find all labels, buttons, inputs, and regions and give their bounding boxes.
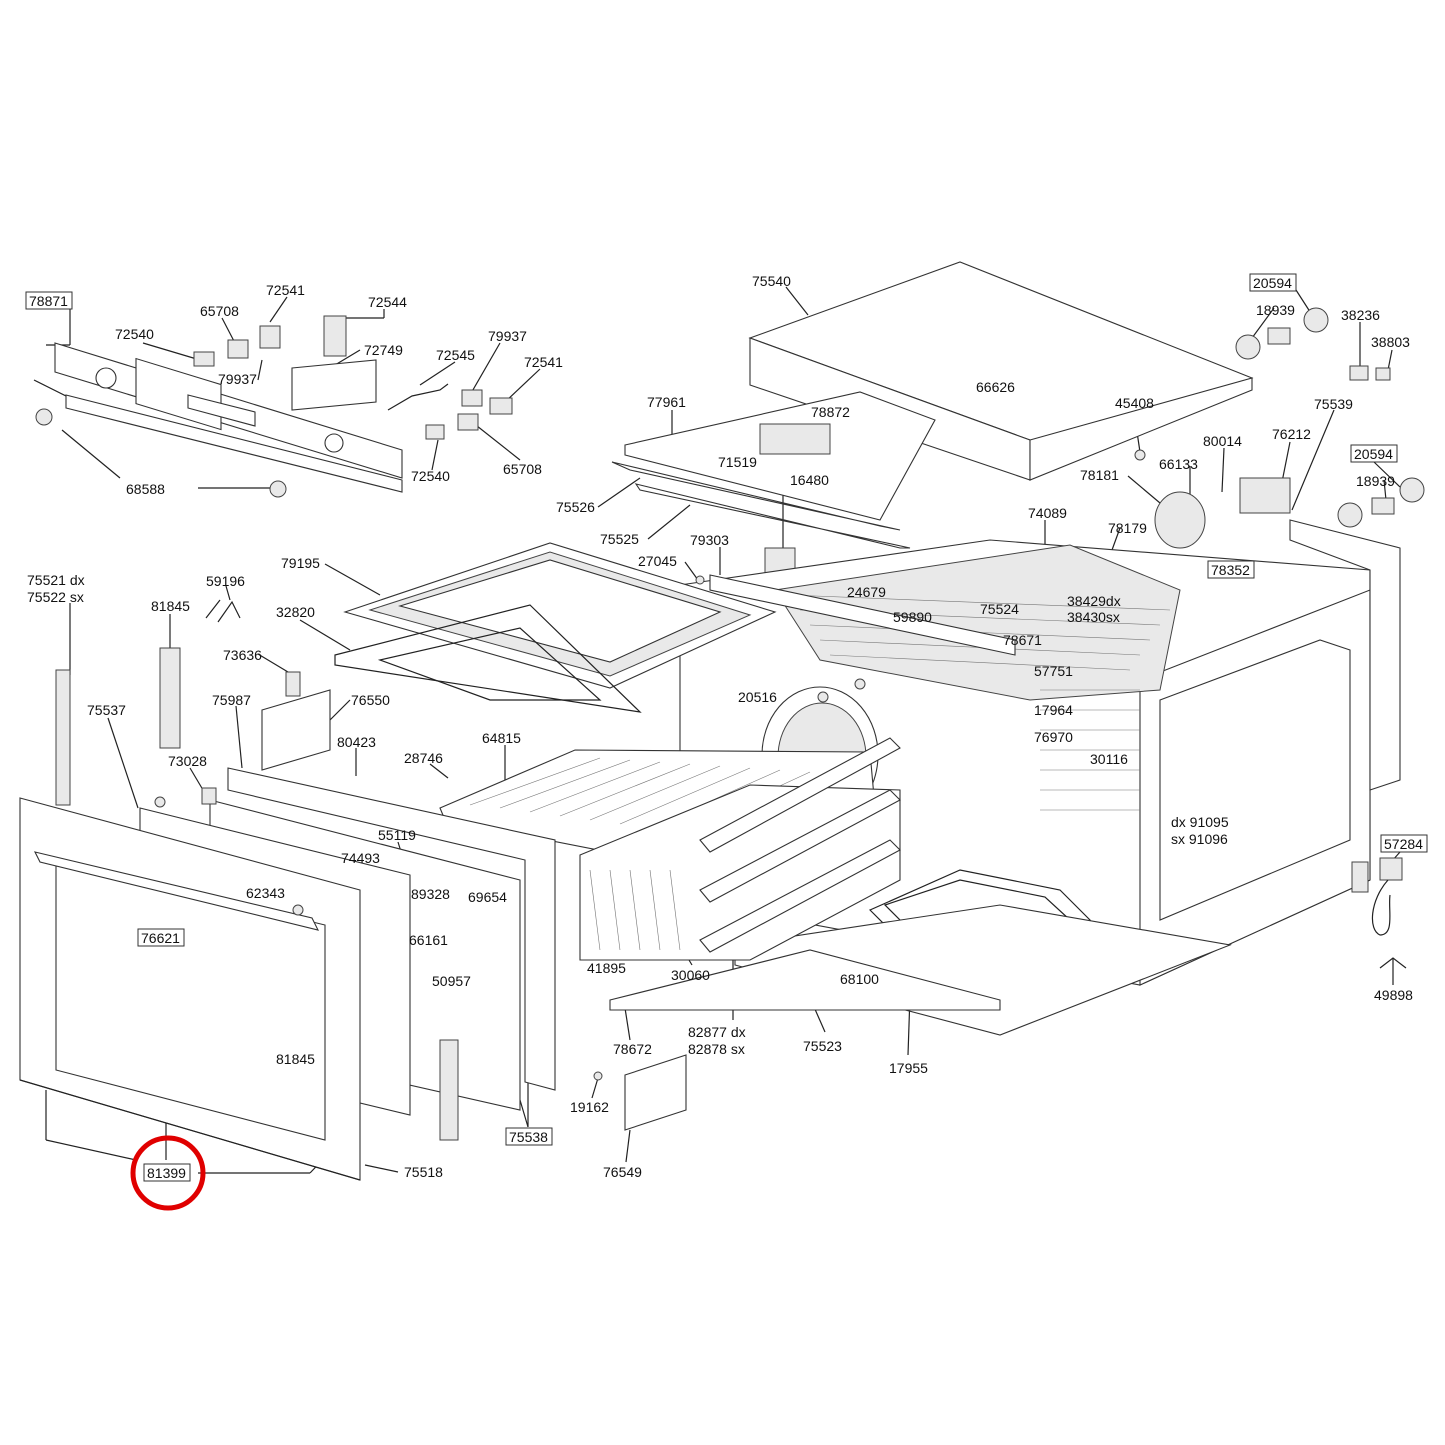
part-label: 76621 bbox=[141, 930, 180, 946]
part-label: 75525 bbox=[600, 531, 639, 547]
part-label: 20594 bbox=[1354, 446, 1393, 462]
part-label: 78352 bbox=[1211, 562, 1250, 578]
part-label: 65708 bbox=[503, 461, 542, 477]
part-label: 75522 sx bbox=[27, 589, 84, 605]
part-label: 78872 bbox=[811, 404, 850, 420]
part-label: 65708 bbox=[200, 303, 239, 319]
part-label: 89328 bbox=[411, 886, 450, 902]
part-label: 18939 bbox=[1356, 473, 1395, 489]
part-label: 59196 bbox=[206, 573, 245, 589]
part-label: 75523 bbox=[803, 1038, 842, 1054]
hinges-brackets bbox=[55, 449, 1146, 1141]
part-label: 79303 bbox=[690, 532, 729, 548]
part-label: 66161 bbox=[409, 932, 448, 948]
part-label: 78871 bbox=[29, 293, 68, 309]
part-label: 75521 dx bbox=[27, 572, 85, 588]
part-label: dx 91095 bbox=[1171, 814, 1229, 830]
part-label: 78671 bbox=[1003, 632, 1042, 648]
part-label: 20516 bbox=[738, 689, 777, 705]
part-label: 73028 bbox=[168, 753, 207, 769]
part-label: 45408 bbox=[1115, 395, 1154, 411]
part-label: 62343 bbox=[246, 885, 285, 901]
part-label: 81845 bbox=[276, 1051, 315, 1067]
part-label: 75540 bbox=[752, 273, 791, 289]
part-label: 50957 bbox=[432, 973, 471, 989]
part-label: 78181 bbox=[1080, 467, 1119, 483]
part-label: 76550 bbox=[351, 692, 390, 708]
part-label: 80014 bbox=[1203, 433, 1242, 449]
part-label: 20594 bbox=[1253, 275, 1292, 291]
part-label: 41895 bbox=[587, 960, 626, 976]
part-label: 18939 bbox=[1256, 302, 1295, 318]
part-label: 79937 bbox=[488, 328, 527, 344]
part-label: 68588 bbox=[126, 481, 165, 497]
part-labels: 78871 72541 72544 65708 72540 72749 7993… bbox=[25, 273, 1428, 1182]
part-label: 24679 bbox=[847, 584, 886, 600]
part-label: 74493 bbox=[341, 850, 380, 866]
part-label: 75518 bbox=[404, 1164, 443, 1180]
part-label: 72749 bbox=[364, 342, 403, 358]
part-label: 76970 bbox=[1034, 729, 1073, 745]
part-label: 57751 bbox=[1034, 663, 1073, 679]
part-label: 38236 bbox=[1341, 307, 1380, 323]
part-label: 75526 bbox=[556, 499, 595, 515]
door-frame-gasket bbox=[334, 542, 777, 713]
control-panel-group bbox=[35, 315, 513, 498]
part-label: 78179 bbox=[1108, 520, 1147, 536]
part-label: 69654 bbox=[468, 889, 507, 905]
part-label: 68100 bbox=[840, 971, 879, 987]
part-label: 16480 bbox=[790, 472, 829, 488]
part-label: 66133 bbox=[1159, 456, 1198, 472]
part-label: 72544 bbox=[368, 294, 407, 310]
part-label: 59890 bbox=[893, 609, 932, 625]
upper-plate bbox=[611, 391, 936, 579]
part-label: 78672 bbox=[613, 1041, 652, 1057]
highlight-circle bbox=[130, 1135, 206, 1211]
part-label: 38429dx bbox=[1067, 593, 1121, 609]
door-glass-panels bbox=[19, 767, 556, 1181]
part-label: 81399 bbox=[147, 1165, 186, 1181]
part-label: 49898 bbox=[1374, 987, 1413, 1003]
part-label: 72541 bbox=[524, 354, 563, 370]
part-label: 80423 bbox=[337, 734, 376, 750]
part-label: 75539 bbox=[1314, 396, 1353, 412]
part-label: 17955 bbox=[889, 1060, 928, 1076]
part-label: 77961 bbox=[647, 394, 686, 410]
part-label: 82877 dx bbox=[688, 1024, 746, 1040]
part-label: 66626 bbox=[976, 379, 1015, 395]
part-label: 79937 bbox=[218, 371, 257, 387]
part-label: 82878 sx bbox=[688, 1041, 745, 1057]
part-label: 19162 bbox=[570, 1099, 609, 1115]
part-label: 75987 bbox=[212, 692, 251, 708]
part-label: 55119 bbox=[378, 827, 416, 843]
part-label: 32820 bbox=[276, 604, 315, 620]
part-label: 17964 bbox=[1034, 702, 1073, 718]
part-label: 79195 bbox=[281, 555, 320, 571]
part-label: 38803 bbox=[1371, 334, 1410, 350]
part-label: 71519 bbox=[718, 454, 757, 470]
part-label: 74089 bbox=[1028, 505, 1067, 521]
part-label: 30116 bbox=[1090, 751, 1128, 767]
part-label: 38430sx bbox=[1067, 609, 1120, 625]
part-label: 73636 bbox=[223, 647, 262, 663]
part-label: 72540 bbox=[115, 326, 154, 342]
part-label: 76212 bbox=[1272, 426, 1311, 442]
part-label: 75537 bbox=[87, 702, 126, 718]
part-label: 64815 bbox=[482, 730, 521, 746]
part-label: 72545 bbox=[436, 347, 475, 363]
part-label: 75538 bbox=[509, 1129, 548, 1145]
part-label: 72541 bbox=[266, 282, 305, 298]
part-label: sx 91096 bbox=[1171, 831, 1228, 847]
part-label: 27045 bbox=[638, 553, 677, 569]
part-label: 28746 bbox=[404, 750, 443, 766]
part-label: 72540 bbox=[411, 468, 450, 484]
part-label: 75524 bbox=[980, 601, 1019, 617]
right-small-parts bbox=[1235, 307, 1425, 969]
part-label: 81845 bbox=[151, 598, 190, 614]
part-label: 57284 bbox=[1384, 836, 1423, 852]
part-label: 76549 bbox=[603, 1164, 642, 1180]
part-label: 30060 bbox=[671, 967, 710, 983]
